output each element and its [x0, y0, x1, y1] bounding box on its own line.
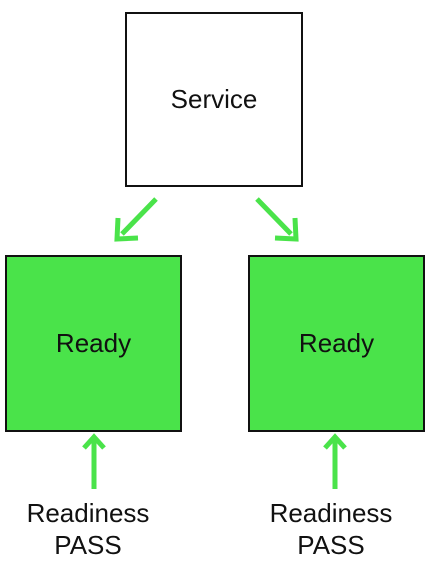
right-probe-arrow — [323, 433, 347, 489]
probe-result: PASS — [297, 530, 365, 560]
probe-label-right: Readiness PASS — [241, 497, 421, 561]
pod-box-left: Ready — [5, 255, 182, 432]
probe-result: PASS — [54, 530, 122, 560]
probe-label-left: Readiness PASS — [0, 497, 178, 561]
probe-name: Readiness — [269, 498, 393, 528]
pod-status-label: Ready — [298, 328, 375, 358]
left-probe-arrow — [82, 433, 106, 489]
pod-box-right: Ready — [248, 255, 425, 432]
probe-name: Readiness — [26, 498, 150, 528]
service-to-left-pod-arrow — [114, 197, 158, 242]
service-label: Service — [170, 84, 258, 114]
service-box: Service — [125, 12, 303, 187]
service-to-right-pod-arrow — [255, 197, 299, 242]
pod-status-label: Ready — [55, 328, 132, 358]
